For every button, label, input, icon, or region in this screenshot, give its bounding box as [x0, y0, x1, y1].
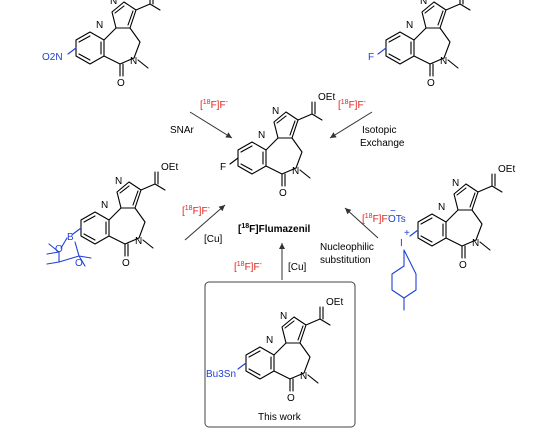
atom-n-ring: N [406, 20, 413, 31]
atom-ester: OEt [498, 164, 515, 175]
arrow-isotopic [329, 111, 373, 139]
nucleophilic-line1: Nucleophilic [320, 242, 374, 253]
tributylstannyl-group: Bu3Sn [206, 369, 236, 380]
atom-carbonyl-o: O [122, 258, 130, 269]
atom-n-ring: N [266, 335, 273, 346]
atom-n-imidazole: N [280, 311, 287, 322]
nitro-group: O2N [42, 52, 63, 63]
nucleophilic-reagent: [18F]F- [362, 213, 391, 225]
this-work-reagent: [18F]F- [234, 261, 263, 273]
target-label: [18F]Flumazenil [238, 223, 310, 235]
isotopic-line1: Isotopic [362, 125, 396, 136]
arrow-snar [189, 111, 233, 139]
copper-left-reagent: [18F]F- [182, 205, 211, 217]
iodonium-charge: + [404, 228, 410, 239]
atom-n-imidazole: N [115, 176, 122, 187]
precursor-boronate: N N N O OEt B O O [46, 162, 178, 269]
atom-n-imidazole: N [272, 106, 279, 117]
atom-ester: OEt [161, 162, 178, 173]
tosylate: OTs [388, 214, 406, 225]
fluoro-18: F [220, 162, 226, 173]
atom-n-methyl: N [292, 166, 299, 177]
pinacol-o1: O [55, 244, 63, 255]
snar-reagent: [18F]F- [200, 99, 229, 111]
iodine-atom: I [400, 238, 403, 249]
pinacol-o2: O [75, 258, 83, 269]
precursor-iodonium: N N N O OEt I + OTs − [388, 164, 515, 311]
atom-carbonyl-o: O [287, 393, 295, 404]
boron-atom: B [67, 232, 74, 243]
this-work-caption: This work [258, 412, 302, 423]
tosylate-charge: − [390, 206, 396, 217]
this-work-box [204, 281, 356, 428]
precursor-nitro: N N N O OEt O2N [42, 0, 161, 89]
precursor-fluoro: N N N O OEt F [368, 0, 471, 89]
atom-n-ring: N [96, 20, 103, 31]
arrow-nucleophilic [344, 207, 379, 239]
atom-n-ring: N [258, 130, 265, 141]
atom-n-ring: N [438, 202, 445, 213]
precursor-stannane: N N N O OEt Bu3Sn [206, 297, 343, 404]
atom-n-methyl: N [440, 56, 447, 67]
atom-n-ring: N [101, 200, 108, 211]
copper-left-catalyst: [Cu] [204, 234, 223, 245]
atom-n-imidazole: N [110, 0, 117, 7]
target-flumazenil: N N N O OEt F [220, 92, 335, 199]
atom-n-methyl: N [135, 236, 142, 247]
isotopic-line2: Exchange [360, 138, 405, 149]
isotopic-reagent: [18F]F- [338, 99, 367, 111]
arrow-copper-left [184, 204, 226, 241]
atom-carbonyl-o: O [427, 78, 435, 89]
atom-carbonyl-o: O [279, 188, 287, 199]
nucleophilic-line2: substitution [320, 255, 371, 266]
this-work-catalyst: [Cu] [288, 262, 307, 273]
atom-carbonyl-o: O [117, 78, 125, 89]
atom-ester: OEt [326, 297, 343, 308]
snar-mechanism: SNAr [170, 125, 195, 136]
atom-n-methyl: N [130, 56, 137, 67]
fluoro-group: F [368, 52, 374, 63]
atom-n-imidazole: N [452, 178, 459, 189]
atom-n-methyl: N [472, 238, 479, 249]
atom-n-methyl: N [300, 371, 307, 382]
atom-carbonyl-o: O [459, 260, 467, 271]
atom-n-imidazole: N [420, 0, 427, 7]
atom-ester: OEt [318, 92, 335, 103]
